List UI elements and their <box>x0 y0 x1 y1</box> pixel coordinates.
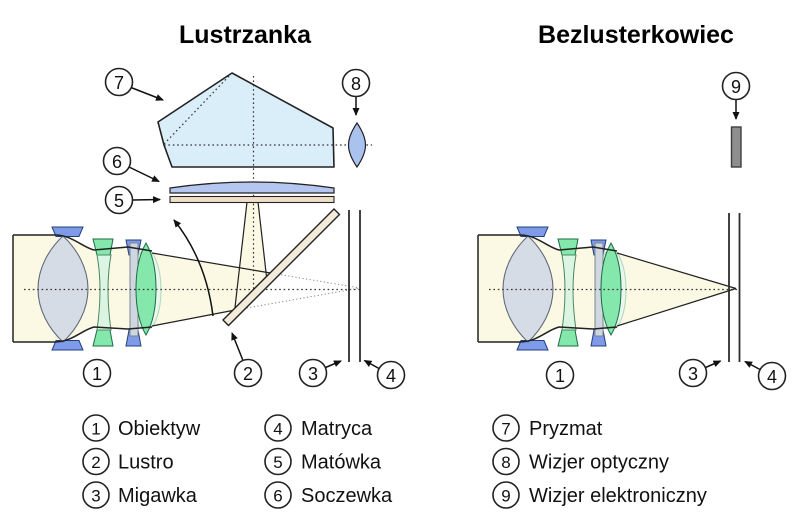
legend-item-7: 7 Pryzmat <box>492 414 603 442</box>
svg-text:6: 6 <box>112 152 122 172</box>
beam-top-edge-left <box>151 252 271 274</box>
pentaprism-shape <box>157 72 335 168</box>
converging-dotted-top-left <box>270 272 361 289</box>
svg-text:Obiektyw: Obiektyw <box>118 418 201 440</box>
mirror-shape <box>222 208 341 327</box>
svg-text:3: 3 <box>688 364 698 384</box>
legend-item-9: 9 Wizjer elektroniczny <box>492 481 707 509</box>
evf-shape <box>730 126 742 168</box>
beam-bottom-edge-right <box>616 287 737 327</box>
svg-text:3: 3 <box>308 364 318 384</box>
focusing-screen-shape <box>169 195 335 204</box>
callout-4-right: 4 <box>744 360 787 391</box>
callout-1-right: 1 <box>545 360 575 390</box>
legend-item-4: 4 Matryca <box>264 414 373 442</box>
svg-text:2: 2 <box>91 453 100 472</box>
legend-item-3: 3 Migawka <box>82 481 198 509</box>
svg-text:5: 5 <box>273 453 282 472</box>
svg-text:4: 4 <box>767 367 777 387</box>
callout-6-left: 6 <box>102 146 160 183</box>
svg-text:1: 1 <box>92 364 102 384</box>
callout-1-left: 1 <box>82 358 112 388</box>
svg-text:4: 4 <box>273 420 282 439</box>
callout-4-left: 4 <box>363 359 406 390</box>
svg-text:6: 6 <box>273 487 282 506</box>
svg-text:5: 5 <box>114 191 124 211</box>
eyepiece-lens-shape <box>347 121 367 169</box>
svg-text:9: 9 <box>501 487 510 506</box>
reflected-beam-cone <box>235 202 267 308</box>
left-camera-title: Lustrzanka <box>179 21 312 49</box>
legend: 1 Obiektyw 2 Lustro 3 Migawka 4 Matryca … <box>82 414 707 509</box>
svg-text:7: 7 <box>501 420 510 439</box>
svg-text:8: 8 <box>351 74 361 94</box>
prism-diagonal-dotted <box>163 74 231 145</box>
svg-text:1: 1 <box>555 366 565 386</box>
svg-text:1: 1 <box>91 420 100 439</box>
callout-7-left: 7 <box>104 67 164 101</box>
svg-text:2: 2 <box>243 364 253 384</box>
callout-3-left: 3 <box>298 358 342 388</box>
beam-bottom-edge-left <box>151 309 233 327</box>
lens-assembly-left <box>12 226 162 351</box>
svg-text:Wizjer optyczny: Wizjer optyczny <box>529 452 669 474</box>
callout-3-right: 3 <box>678 358 722 388</box>
svg-text:Soczewka: Soczewka <box>301 485 393 507</box>
lens-assembly-right <box>477 226 627 351</box>
beam-top-edge-right <box>616 252 737 290</box>
callout-5-left: 5 <box>104 185 161 215</box>
svg-text:4: 4 <box>386 366 396 386</box>
legend-item-8: 8 Wizjer optyczny <box>492 447 669 476</box>
svg-text:Pryzmat: Pryzmat <box>529 418 603 440</box>
svg-text:Wizjer elektroniczny: Wizjer elektroniczny <box>529 485 707 507</box>
legend-item-2: 2 Lustro <box>82 447 174 476</box>
callout-2-left: 2 <box>231 332 263 388</box>
svg-text:Migawka: Migawka <box>118 485 198 507</box>
condenser-lens-shape <box>169 181 335 194</box>
mirror-swing-arrow <box>173 219 214 317</box>
legend-item-1: 1 Obiektyw <box>82 414 201 442</box>
callout-9-right: 9 <box>721 71 751 120</box>
light-beam-right <box>617 253 736 326</box>
svg-text:Matryca: Matryca <box>301 418 373 440</box>
svg-text:8: 8 <box>501 453 510 472</box>
legend-item-6: 6 Soczewka <box>264 481 393 509</box>
callout-8-left: 8 <box>341 68 371 116</box>
legend-item-5: 5 Matówka <box>264 447 382 476</box>
svg-text:7: 7 <box>114 73 124 93</box>
svg-text:Matówka: Matówka <box>301 452 382 474</box>
svg-text:9: 9 <box>731 77 741 97</box>
svg-text:3: 3 <box>91 487 100 506</box>
right-camera-title: Bezlusterkowiec <box>538 21 734 49</box>
svg-text:Lustro: Lustro <box>118 452 174 474</box>
